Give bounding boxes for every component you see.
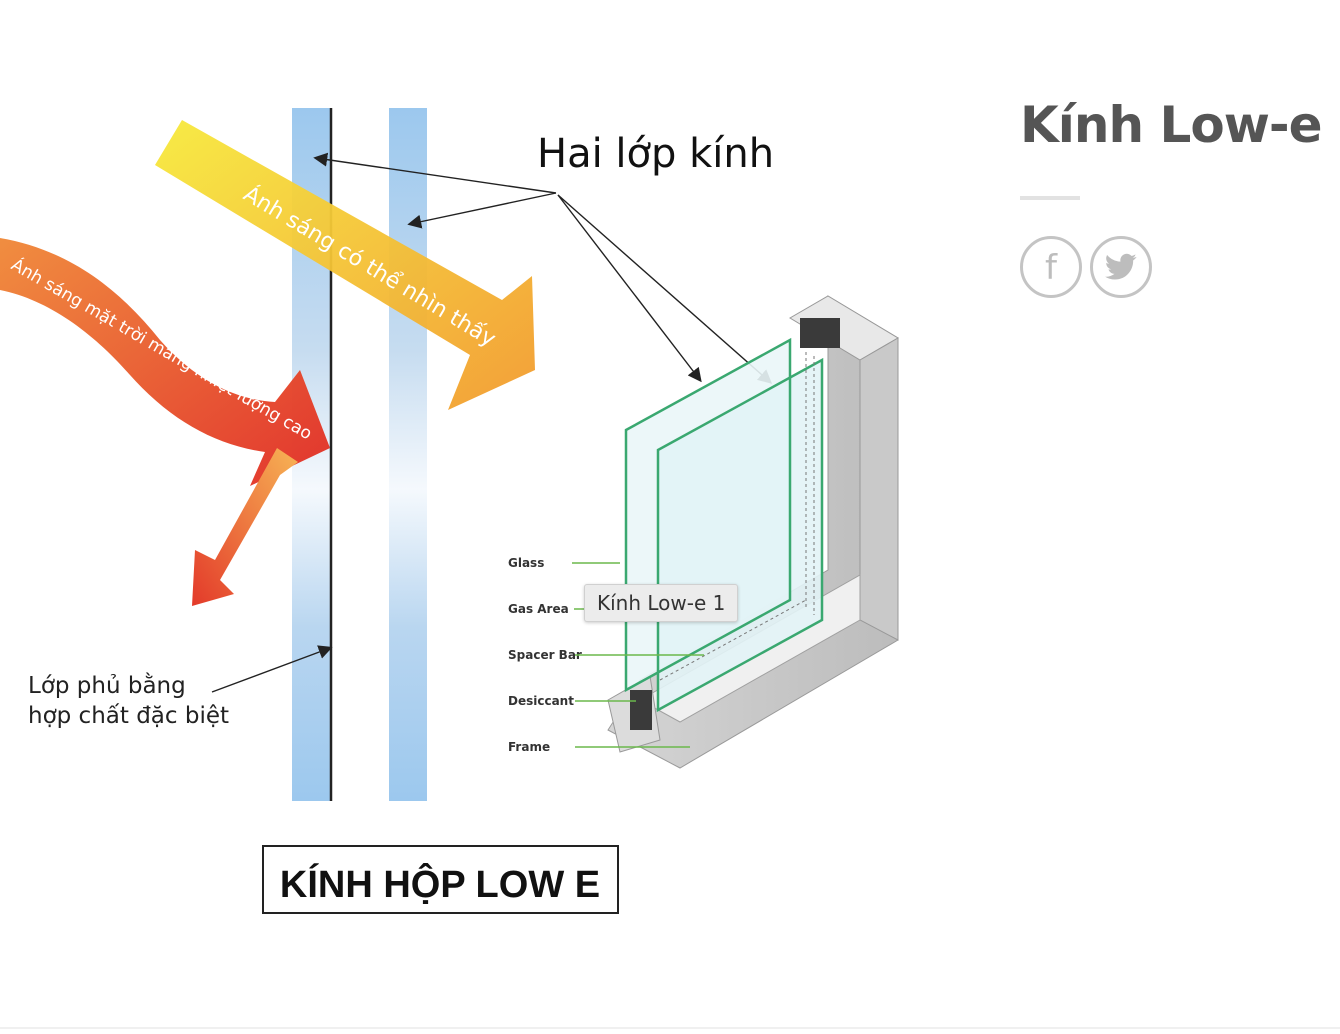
- share-facebook-button[interactable]: f: [1020, 236, 1082, 298]
- twitter-icon: [1105, 253, 1137, 280]
- heat-light-arrow: [0, 238, 330, 486]
- share-twitter-button[interactable]: [1090, 236, 1152, 298]
- part-label-spacer-bar: Spacer Bar: [508, 648, 582, 662]
- diagram-caption: KÍNH HỘP LOW E: [280, 861, 600, 906]
- window-frame-illustration: [607, 295, 899, 769]
- visible-light-label: Ánh sáng có thể nhìn thấy: [239, 181, 500, 352]
- coating-label-line1: Lớp phủ bằng: [28, 672, 186, 699]
- part-label-gas-area: Gas Area: [508, 602, 569, 616]
- facebook-icon: f: [1045, 248, 1057, 288]
- page-bottom-border: [0, 1027, 1340, 1029]
- product-summary: Kính Low-e f: [1020, 96, 1323, 298]
- low-e-diagram: Ánh sáng có thể nhìn thấy Ánh sáng mặt t…: [0, 108, 899, 914]
- heat-light-label: Ánh sáng mặt trời mang nhiệt lượng cao: [8, 253, 317, 444]
- share-icons: f: [1020, 236, 1320, 298]
- product-title: Kính Low-e: [1020, 96, 1323, 154]
- title-divider: [1020, 196, 1080, 200]
- visible-light-arrow: [155, 120, 535, 410]
- coating-label-line2: hợp chất đặc biệt: [28, 703, 229, 729]
- caption-box: [262, 845, 619, 914]
- reflected-arrow: [192, 448, 298, 606]
- glass-pane-right: [389, 108, 427, 801]
- product-image[interactable]: Ánh sáng có thể nhìn thấy Ánh sáng mặt t…: [0, 0, 960, 1034]
- part-label-desiccant: Desiccant: [508, 694, 574, 708]
- part-label-frame: Frame: [508, 740, 550, 754]
- diagram-heading: Hai lớp kính: [537, 131, 774, 177]
- image-tooltip: Kính Low-e 1: [584, 584, 739, 622]
- part-label-glass: Glass: [508, 556, 544, 570]
